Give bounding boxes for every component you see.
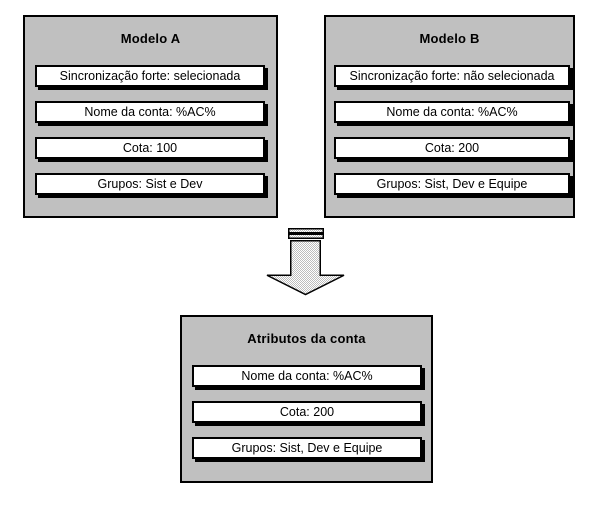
attribute-box-account-name: Nome da conta: %AC% (334, 101, 570, 123)
model-a-panel: Modelo A Sincronização forte: selecionad… (23, 15, 278, 218)
account-attributes-panel: Atributos da conta Nome da conta: %AC% C… (180, 315, 433, 483)
attribute-box-groups: Grupos: Sist, Dev e Equipe (334, 173, 570, 195)
model-b-panel: Modelo B Sincronização forte: não seleci… (324, 15, 575, 218)
attribute-box-quota: Cota: 200 (334, 137, 570, 159)
attribute-box-groups: Grupos: Sist e Dev (35, 173, 265, 195)
attribute-box-groups: Grupos: Sist, Dev e Equipe (192, 437, 422, 459)
attribute-box-account-name: Nome da conta: %AC% (35, 101, 265, 123)
model-a-title: Modelo A (120, 31, 181, 46)
merge-down-arrow-icon (266, 228, 345, 296)
attribute-box-quota: Cota: 100 (35, 137, 265, 159)
attribute-box-sync: Sincronização forte: não selecionada (334, 65, 570, 87)
model-b-title: Modelo B (419, 31, 480, 46)
attribute-box-sync: Sincronização forte: selecionada (35, 65, 265, 87)
attribute-box-account-name: Nome da conta: %AC% (192, 365, 422, 387)
attribute-box-quota: Cota: 200 (192, 401, 422, 423)
account-attributes-title: Atributos da conta (247, 331, 366, 346)
